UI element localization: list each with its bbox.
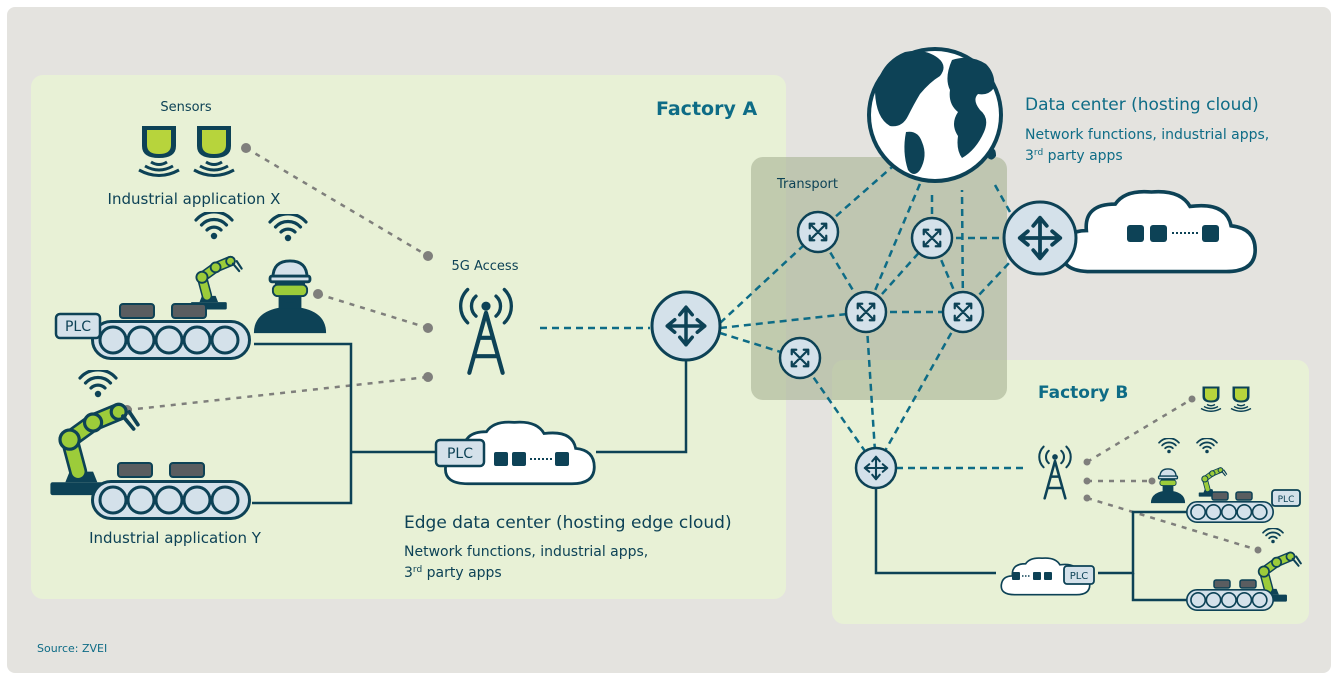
plc-label: PLC bbox=[1278, 495, 1295, 505]
dashed-backbone-links bbox=[540, 159, 1024, 470]
conveyor-belt-icon bbox=[1186, 589, 1274, 611]
server-dots-icon bbox=[494, 452, 569, 466]
factory-b-zone bbox=[832, 360, 1309, 624]
workpiece-block bbox=[1213, 579, 1231, 589]
conveyor-belt-icon bbox=[1186, 501, 1274, 523]
transport-label: Transport bbox=[776, 177, 838, 192]
dotted-link-ends bbox=[122, 143, 1262, 554]
factory-a-zone bbox=[31, 75, 786, 599]
dotted-wireless-links bbox=[126, 146, 1259, 552]
edge-data-center-line2: 3rd party apps bbox=[404, 565, 502, 581]
transport-router-nodes bbox=[778, 210, 985, 380]
data-center-line2: 3rd party apps bbox=[1025, 148, 1123, 164]
sensors-label: Sensors bbox=[160, 100, 212, 115]
workpiece-block bbox=[171, 303, 207, 319]
globe-icon bbox=[867, 47, 1003, 183]
factory-a-title: Factory A bbox=[656, 98, 757, 120]
plc-label: PLC bbox=[1070, 571, 1089, 582]
plc-label: PLC bbox=[447, 446, 473, 462]
server-dots-icon bbox=[1012, 572, 1052, 580]
workpiece-block bbox=[1211, 491, 1229, 501]
workpiece-block bbox=[119, 303, 155, 319]
workpiece-block bbox=[169, 462, 205, 478]
plc-box bbox=[1271, 489, 1301, 507]
plc-box bbox=[434, 438, 486, 468]
workpiece-block bbox=[1239, 579, 1257, 589]
source-label: Source: ZVEI bbox=[37, 642, 107, 655]
wired-links bbox=[252, 342, 1188, 602]
factory-b-title: Factory B bbox=[1038, 383, 1128, 403]
plc-box bbox=[1063, 565, 1095, 585]
plc-box bbox=[54, 312, 102, 340]
conveyor-belt-icon bbox=[90, 320, 252, 360]
data-center-title: Data center (hosting cloud) bbox=[1025, 95, 1259, 115]
workpiece-block bbox=[1235, 491, 1253, 501]
industrial-application-y-label: Industrial application Y bbox=[89, 529, 262, 547]
edge-data-center-line1: Network functions, industrial apps, bbox=[404, 544, 648, 560]
plc-label: PLC bbox=[65, 319, 91, 335]
conveyor-belt-icon bbox=[90, 480, 252, 520]
edge-data-center-title: Edge data center (hosting edge cloud) bbox=[404, 513, 732, 533]
workpiece-block bbox=[117, 462, 153, 478]
5g-access-label: 5G Access bbox=[452, 259, 519, 274]
industrial-application-x-label: Industrial application X bbox=[108, 190, 281, 208]
data-center-line1: Network functions, industrial apps, bbox=[1025, 127, 1269, 143]
server-dots-icon bbox=[1127, 225, 1219, 242]
